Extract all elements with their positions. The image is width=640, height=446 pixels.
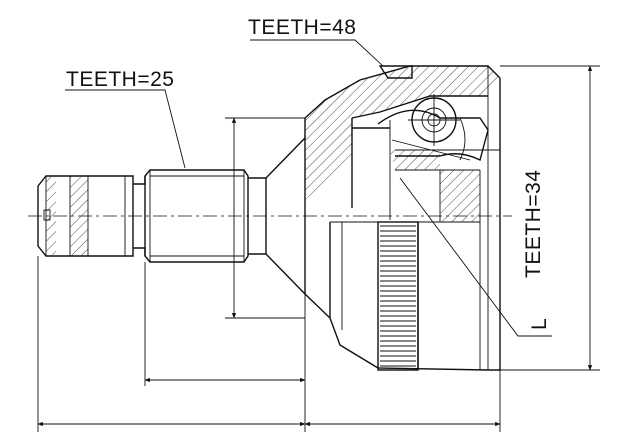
shaft-spline-section: [144, 169, 249, 263]
label-length-marker: L: [528, 318, 551, 330]
label-teeth-34: TEETH=34: [522, 170, 545, 278]
label-teeth-48: TEETH=48: [248, 16, 356, 39]
label-teeth-25: TEETH=25: [66, 68, 174, 91]
dimension-lines: [37, 39, 600, 432]
inner-race-ball: [377, 94, 489, 170]
top-notch: [378, 65, 413, 79]
shaft-spline-end: [37, 175, 134, 257]
abs-tone-ring: [377, 221, 419, 371]
